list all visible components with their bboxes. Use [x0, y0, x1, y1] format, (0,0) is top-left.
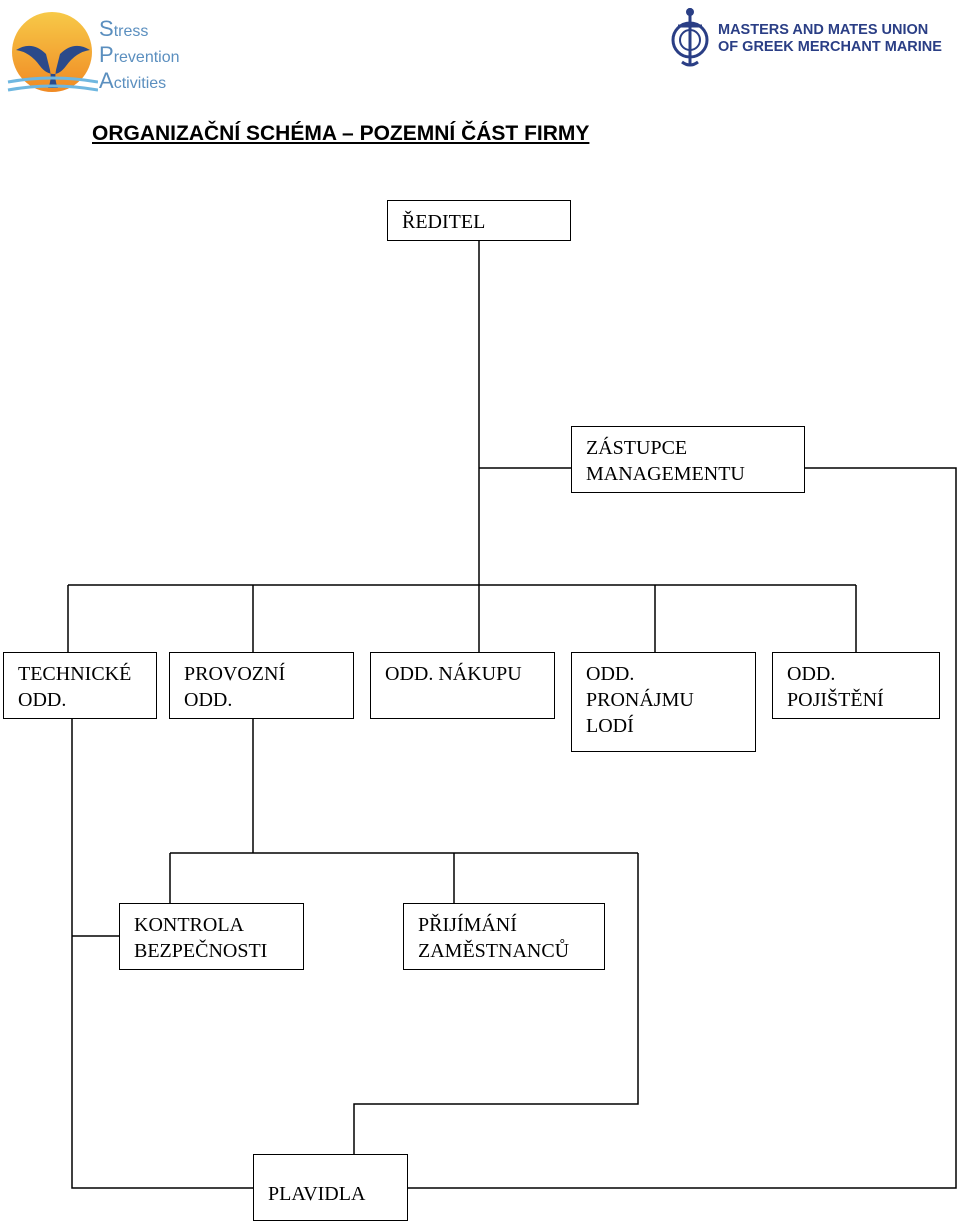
node-reditel: ŘEDITEL	[387, 200, 571, 241]
logo-line-activities: Activities	[99, 68, 167, 93]
node-zastupce-managementu: ZÁSTUPCE MANAGEMENTU	[571, 426, 805, 493]
connector-sub-plavidla	[353, 853, 639, 1154]
node-kontrola-bezpecnosti: KONTROLA BEZPEČNOSTI	[119, 903, 304, 970]
node-plavidla: PLAVIDLA	[253, 1154, 408, 1221]
node-odd-nakupu: ODD. NÁKUPU	[370, 652, 555, 719]
node-odd-pojisteni: ODD. POJIŠTĚNÍ	[772, 652, 940, 719]
node-odd-pronajmu-lodi: ODD. PRONÁJMU LODÍ	[571, 652, 756, 752]
node-technicke-odd: TECHNICKÉ ODD.	[3, 652, 157, 719]
union-logo: MASTERS AND MATES UNION OF GREEK MERCHAN…	[668, 6, 958, 72]
logo-line-prevention: Prevention	[99, 42, 180, 67]
logo-line-stress: Stress	[99, 16, 149, 41]
stress-prevention-logo: Stress Prevention Activities	[6, 10, 186, 98]
node-prijimani-zamestnancu: PŘIJÍMÁNÍ ZAMĚSTNANCŮ	[403, 903, 605, 970]
union-emblem-icon	[671, 8, 709, 67]
union-name: MASTERS AND MATES UNION OF GREEK MERCHAN…	[718, 22, 942, 55]
whale-tail-sunset-icon	[7, 12, 98, 92]
page-title: ORGANIZAČNÍ SCHÉMA – POZEMNÍ ČÁST FIRMY	[92, 122, 590, 145]
connector-technicke-plavidla	[71, 719, 253, 1189]
node-provozni-odd: PROVOZNÍ ODD.	[169, 652, 354, 719]
connector-zastupce-plavidla	[408, 467, 957, 1189]
